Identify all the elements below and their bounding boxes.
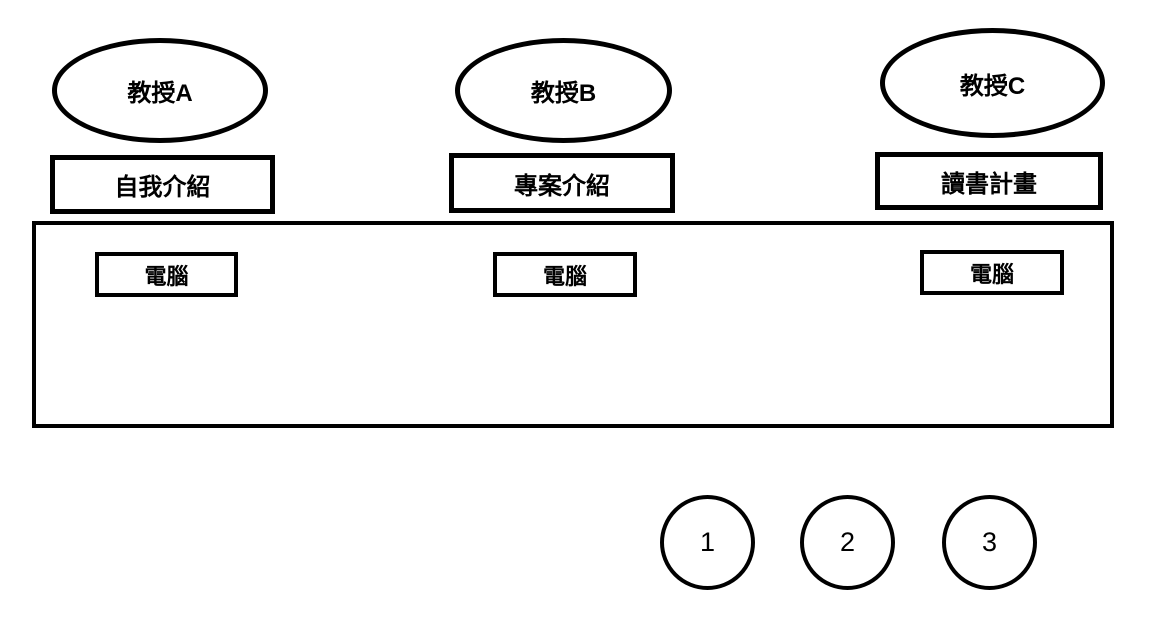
professor-b-label: 教授B [530, 80, 597, 107]
professor-b-ellipse: 教授B [455, 38, 672, 143]
topic-box-project-introduction: 專案介紹 [449, 153, 675, 213]
computer-label-2: 電腦 [542, 263, 587, 289]
computer-box-3: 電腦 [920, 250, 1064, 295]
topic-label-study-plan: 讀書計畫 [941, 170, 1037, 198]
computer-label-3: 電腦 [969, 261, 1014, 287]
seat-circle-3: 3 [942, 495, 1037, 590]
topic-box-self-introduction: 自我介紹 [50, 155, 275, 214]
professor-c-label: 教授C [959, 72, 1026, 100]
computer-box-1: 電腦 [95, 252, 238, 297]
topic-label-project-introduction: 專案介紹 [514, 172, 610, 200]
professor-a-label: 教授A [127, 80, 193, 107]
seat-number-3: 3 [981, 527, 998, 557]
seat-number-2: 2 [839, 527, 856, 557]
computer-label-1: 電腦 [144, 263, 189, 289]
topic-label-self-introduction: 自我介紹 [114, 174, 211, 201]
professor-c-ellipse: 教授C [880, 28, 1105, 138]
seat-number-1: 1 [699, 527, 716, 557]
table-rect [32, 221, 1114, 428]
seat-circle-2: 2 [800, 495, 895, 590]
computer-box-2: 電腦 [493, 252, 637, 297]
seat-circle-1: 1 [660, 495, 755, 590]
professor-a-ellipse: 教授A [52, 38, 268, 143]
topic-box-study-plan: 讀書計畫 [875, 152, 1103, 210]
